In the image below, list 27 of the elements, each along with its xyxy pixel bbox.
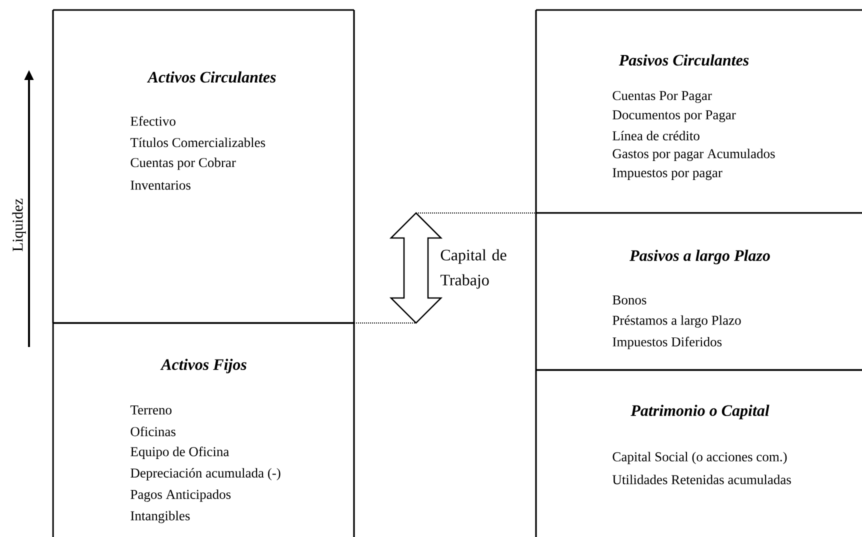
section-heading: Patrimonio o Capital bbox=[630, 404, 770, 420]
list-item: Préstamos a largo Plazo bbox=[612, 315, 741, 328]
list-item: Bonos bbox=[612, 296, 646, 304]
list-item: Títulos Comercializables bbox=[130, 138, 266, 148]
list-item: Impuestos por pagar bbox=[612, 168, 722, 180]
list-item: Gastos por pagar Acumulados bbox=[612, 148, 775, 162]
list-item: Efectivo bbox=[130, 116, 176, 126]
list-item: Equipo de Oficina bbox=[130, 446, 229, 459]
section-heading: Activos Fijos bbox=[160, 358, 246, 374]
dimension-label: Capital de Trabajo bbox=[440, 249, 506, 289]
section-heading: Pasivos a largo Plazo bbox=[630, 250, 770, 264]
list-item: Inventarios bbox=[130, 180, 190, 190]
list-item: Capital Social (o acciones com.) bbox=[612, 452, 787, 464]
list-item: Cuentas Por Pagar bbox=[612, 91, 712, 103]
list-item: Documentos por Pagar bbox=[612, 110, 736, 122]
list-item: Cuentas por Cobrar bbox=[130, 158, 236, 170]
axis-label: Liquidez bbox=[11, 197, 27, 253]
list-item: Depreciación acumulada (-) bbox=[130, 468, 280, 480]
list-item: Pagos Anticipados bbox=[130, 489, 231, 502]
list-item: Línea de crédito bbox=[612, 130, 700, 140]
list-item: Terreno bbox=[130, 406, 172, 414]
list-item: Utilidades Retenidas acumuladas bbox=[612, 474, 791, 484]
list-item: Intangibles bbox=[130, 510, 190, 524]
list-item: Oficinas bbox=[130, 426, 176, 436]
section-heading: Pasivos Circulantes bbox=[618, 54, 749, 66]
list-item: Impuestos Diferidos bbox=[612, 336, 722, 350]
section-heading: Activos Circulantes bbox=[146, 71, 276, 83]
